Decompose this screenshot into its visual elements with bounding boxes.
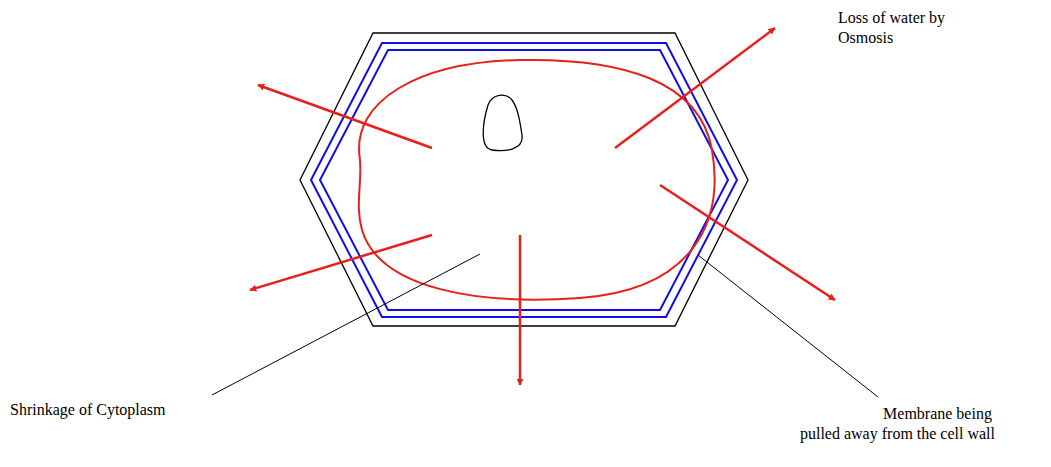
membrane-label: Membrane being pulled away from the cell… — [790, 404, 1005, 444]
leader-line — [212, 254, 480, 395]
outer-membrane-line — [311, 43, 737, 317]
leader-line — [698, 255, 878, 397]
cell-wall — [300, 33, 748, 326]
osmosis-label: Loss of water by Osmosis — [838, 8, 968, 48]
inner-membrane-line — [320, 50, 728, 310]
water-arrow — [519, 235, 522, 385]
shrunken-cytoplasm — [359, 60, 715, 300]
water-arrow — [660, 185, 835, 300]
water-arrow — [250, 235, 432, 290]
water-arrow — [258, 85, 432, 148]
cytoplasm-label: Shrinkage of Cytoplasm — [10, 400, 250, 420]
water-arrow — [615, 28, 775, 148]
nucleus — [483, 95, 522, 151]
